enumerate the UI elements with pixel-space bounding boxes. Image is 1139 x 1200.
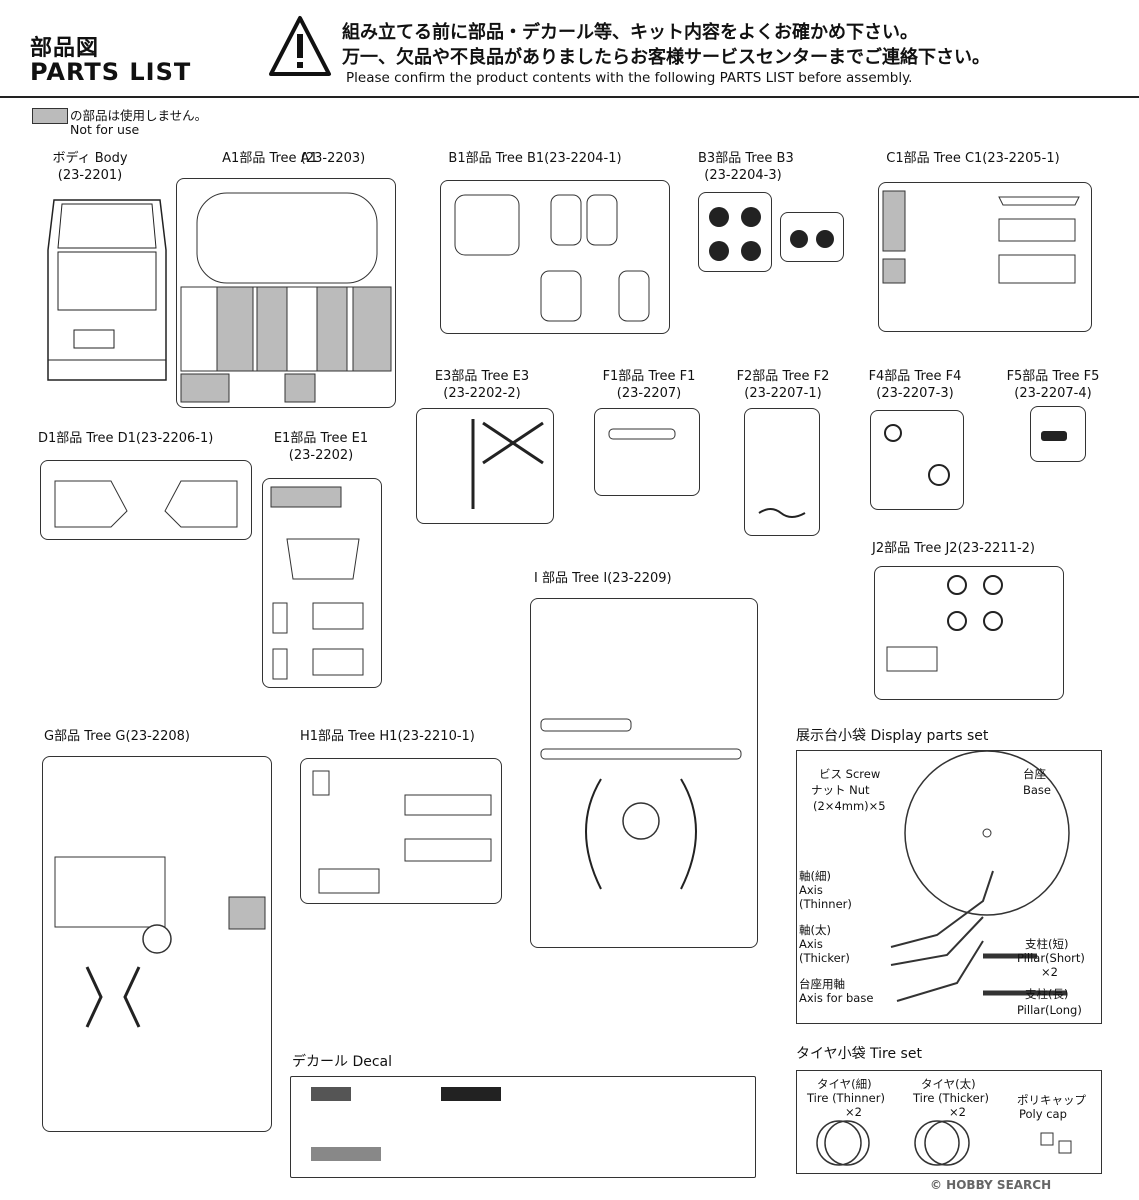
pillar-short-jp: 支柱(短) (1025, 937, 1069, 951)
header-divider (0, 96, 1139, 98)
tree-e3-label: E3部品 Tree E3(23-2202-2) (434, 369, 530, 401)
base-jp: 台座 (1023, 767, 1046, 781)
tire-thin-en: Tire (Thinner) (807, 1091, 885, 1105)
body-label: ボディ Body(23-2201) (52, 151, 128, 183)
tree-f1-label: F1部品 Tree F1(23-2207) (602, 369, 696, 401)
decal-sheet (290, 1076, 756, 1178)
pillar-short-qty: ×2 (1041, 965, 1058, 979)
tree-e3-sprue (416, 408, 554, 524)
tire-set-panel: タイヤ(細) Tire (Thinner) ×2 タイヤ(太) Tire (Th… (796, 1070, 1102, 1174)
screw-label: ビス Screw (819, 767, 881, 781)
axis-base-en: Axis for base (799, 991, 874, 1005)
tree-f4-sprue (870, 410, 964, 510)
display-set-title: 展示台小袋 Display parts set (796, 728, 989, 744)
nut-label: ナット Nut (811, 783, 870, 797)
page-title-jp: 部品図 (30, 36, 100, 61)
warning-line-1: 組み立てる前に部品・デカール等、キット内容をよくお確かめ下さい。 (342, 22, 918, 43)
tree-e1-label: E1部品 Tree E1(23-2202) (273, 431, 369, 463)
not-for-use-swatch (32, 108, 68, 124)
tree-h1-sprue (300, 758, 502, 904)
legend-en: Not for use (70, 122, 140, 137)
tree-f1-sprue (594, 408, 700, 496)
tree-j2-sprue (874, 566, 1064, 700)
tree-d1-sprue (40, 460, 252, 540)
tree-c1-label: C1部品 Tree C1(23-2205-1) (886, 151, 1060, 166)
axis-thin-en2: (Thinner) (799, 897, 852, 911)
tree-g-sprue (42, 756, 272, 1132)
tree-a1-sprue (176, 178, 396, 408)
tire-thin-jp: タイヤ(細) (817, 1077, 872, 1091)
tree-b3-label: B3部品 Tree B3(23-2204-3) (698, 151, 794, 183)
tree-f2-label: F2部品 Tree F2(23-2207-1) (736, 369, 830, 401)
axis-thin-en1: Axis (799, 883, 823, 897)
screw-size: (2×4mm)×5 (813, 799, 886, 813)
tree-a1-label: A1部品 Tree A1 (222, 151, 318, 166)
hobbysearch-watermark: © HOBBY SEARCH (930, 1178, 1052, 1192)
tree-b3-sprue-b (780, 212, 844, 262)
tree-a1-code: (23-2203) (300, 151, 366, 166)
tire-thick-qty: ×2 (949, 1105, 966, 1119)
tree-j2-label: J2部品 Tree J2(23-2211-2) (872, 541, 1035, 556)
tree-b3-sprue-a (698, 192, 772, 272)
axis-thin-jp: 軸(細) (799, 869, 831, 883)
tree-i-label: I 部品 Tree I(23-2209) (534, 571, 672, 586)
tire-thick-en: Tire (Thicker) (913, 1091, 989, 1105)
axis-thick-en2: (Thicker) (799, 951, 850, 965)
decal-label: デカール Decal (292, 1054, 393, 1070)
tree-d1-label: D1部品 Tree D1(23-2206-1) (38, 431, 214, 446)
tree-g-label: G部品 Tree G(23-2208) (44, 729, 190, 744)
base-en: Base (1023, 783, 1052, 797)
tire-thin-qty: ×2 (845, 1105, 862, 1119)
tire-set-title: タイヤ小袋 Tire set (796, 1046, 922, 1062)
polycap-jp: ポリキャップ (1017, 1093, 1086, 1107)
warning-triangle-icon (269, 16, 331, 76)
tree-f2-sprue (744, 408, 820, 536)
tree-c1-sprue (878, 182, 1092, 332)
legend-jp: の部品は使用しません。 (70, 108, 208, 123)
tree-e1-sprue (262, 478, 382, 688)
axis-thick-jp: 軸(太) (799, 923, 831, 937)
tree-b1-label: B1部品 Tree B1(23-2204-1) (448, 151, 622, 166)
warning-english: Please confirm the product contents with… (346, 70, 913, 86)
display-set-panel: ビス Screw ナット Nut (2×4mm)×5 台座 Base 軸(細) … (796, 750, 1102, 1024)
tree-f4-label: F4部品 Tree F4(23-2207-3) (868, 369, 962, 401)
page-title-en: PARTS LIST (30, 58, 192, 86)
pillar-long-en: Pillar(Long) (1017, 1003, 1082, 1017)
tree-h1-label: H1部品 Tree H1(23-2210-1) (300, 729, 475, 744)
tree-f5-label: F5部品 Tree F5(23-2207-4) (1006, 369, 1100, 401)
polycap-en: Poly cap (1019, 1107, 1067, 1121)
body-part-drawing (47, 199, 167, 381)
axis-base-jp: 台座用軸 (799, 977, 845, 991)
tree-f5-sprue (1030, 406, 1086, 462)
warning-line-2: 万一、欠品や不良品がありましたらお客様サービスセンターまでご連絡下さい。 (342, 47, 990, 68)
axis-thick-en1: Axis (799, 937, 823, 951)
pillar-long-jp: 支柱(長) (1025, 987, 1069, 1001)
pillar-short-en: Pillar(Short) (1017, 951, 1085, 965)
tree-i-sprue (530, 598, 758, 948)
tree-b1-sprue (440, 180, 670, 334)
tire-thick-jp: タイヤ(太) (921, 1077, 976, 1091)
